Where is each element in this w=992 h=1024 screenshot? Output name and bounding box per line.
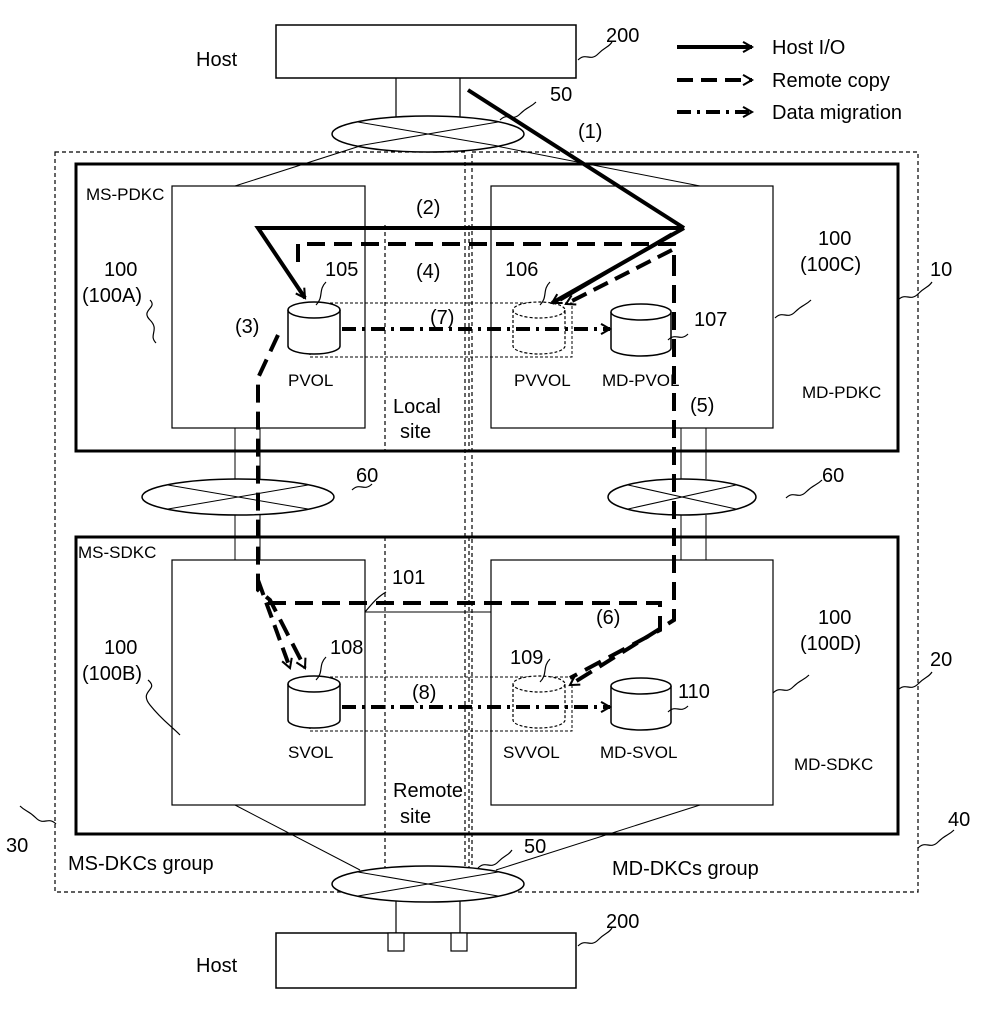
local-site-label-1: Local xyxy=(393,396,441,418)
site-divider-dashed xyxy=(384,225,470,868)
controller-a-ref: 100 xyxy=(104,259,137,281)
remote-copy-path-5 xyxy=(568,258,676,687)
remote-site-box xyxy=(74,535,900,836)
step-6-label: (6) xyxy=(596,607,620,629)
controller-d-sub: (100D) xyxy=(800,633,861,655)
legend-host-io-label: Host I/O xyxy=(772,37,845,59)
local-site-label-2: site xyxy=(400,421,431,443)
host-switch-connectors xyxy=(395,78,461,933)
controller-c-sub: (100C) xyxy=(800,254,861,276)
step-2-label: (2) xyxy=(416,197,440,219)
legend-data-migration-label: Data migration xyxy=(772,102,902,124)
md-group-label: MD-DKCs group xyxy=(612,858,759,880)
ms-group-ref: 30 xyxy=(6,835,28,857)
step-8-label: (8) xyxy=(412,682,436,704)
md-pvol-cylinder-icon xyxy=(610,303,672,357)
remote-copy-path-6 xyxy=(268,601,662,680)
md-sdkc-label: MD-SDKC xyxy=(794,755,873,774)
host-io-path-2 xyxy=(254,226,684,300)
md-pvol-ref: 107 xyxy=(694,309,727,331)
pvol-ref: 105 xyxy=(325,259,358,281)
pvvol-label: PVVOL xyxy=(514,371,571,390)
remote-copy-path-to-pvvol xyxy=(564,248,673,306)
step-7-label: (7) xyxy=(430,307,454,329)
right-mid-switch xyxy=(607,478,757,516)
ms-sdkc-label: MS-SDKC xyxy=(78,543,156,562)
svol-cylinder-icon xyxy=(287,675,341,729)
bottom-switch xyxy=(331,865,525,903)
controller-b-sub: (100B) xyxy=(82,663,142,685)
step-1-label: (1) xyxy=(578,121,602,143)
link-101-ref: 101 xyxy=(392,567,425,589)
local-site-box xyxy=(74,162,900,453)
top-switch-ref: 50 xyxy=(550,84,572,106)
ms-group-label: MS-DKCs group xyxy=(68,853,214,875)
controller-a-sub: (100A) xyxy=(82,285,142,307)
bottom-host-port-right xyxy=(450,932,468,952)
remote-site-label-2: site xyxy=(400,806,431,828)
controller-d-ref: 100 xyxy=(818,607,851,629)
left-mid-switch-ref: 60 xyxy=(356,465,378,487)
top-host-box xyxy=(275,24,577,79)
ms-pdkc-label: MS-PDKC xyxy=(86,185,164,204)
bottom-host-label: Host xyxy=(196,955,238,977)
md-svol-label: MD-SVOL xyxy=(600,743,677,762)
network-links xyxy=(234,145,707,871)
remote-copy-path-3 xyxy=(256,334,307,670)
controller-c-ref: 100 xyxy=(818,228,851,250)
bottom-host-port-left xyxy=(387,932,405,952)
leader-squiggles xyxy=(19,41,955,947)
left-mid-switch xyxy=(141,478,335,516)
pvol-label: PVOL xyxy=(288,371,333,390)
ms-dkcs-group-border xyxy=(54,151,466,893)
md-svol-ref: 110 xyxy=(678,681,710,703)
top-switch xyxy=(331,115,525,153)
step-3-label: (3) xyxy=(235,316,259,338)
bottom-host-ref: 200 xyxy=(606,911,639,933)
svol-label: SVOL xyxy=(288,743,333,762)
bottom-switch-ref: 50 xyxy=(524,836,546,858)
remote-copy-path-3b xyxy=(256,579,293,670)
controller-b-ref: 100 xyxy=(104,637,137,659)
host-io-path-to-pvvol-2 xyxy=(559,232,673,302)
md-pvol-label: MD-PVOL xyxy=(602,371,679,390)
svol-ref: 108 xyxy=(330,637,363,659)
bottom-host-box xyxy=(275,932,577,989)
local-site-ref: 10 xyxy=(930,259,952,281)
pvvol-cylinder-icon xyxy=(512,301,566,355)
legend-remote-copy-label: Remote copy xyxy=(772,70,890,92)
remote-site-label-1: Remote xyxy=(393,780,463,802)
svvol-ref: 109 xyxy=(510,647,543,669)
step-4-label: (4) xyxy=(416,261,440,283)
step-5-label: (5) xyxy=(690,395,714,417)
pvol-cylinder-icon xyxy=(287,301,341,355)
top-host-ref: 200 xyxy=(606,25,639,47)
md-pdkc-label: MD-PDKC xyxy=(802,383,881,402)
remote-site-ref: 20 xyxy=(930,649,952,671)
md-group-ref: 40 xyxy=(948,809,970,831)
top-host-label: Host xyxy=(196,49,238,71)
pvvol-ref: 106 xyxy=(505,259,538,281)
md-dkcs-group-border xyxy=(471,151,919,893)
svvol-label: SVVOL xyxy=(503,743,560,762)
remote-copy-path-4 xyxy=(296,242,676,262)
host-io-path-1 xyxy=(466,88,686,230)
md-svol-cylinder-icon xyxy=(610,677,672,731)
svvol-cylinder-icon xyxy=(512,675,566,729)
right-mid-switch-ref: 60 xyxy=(822,465,844,487)
